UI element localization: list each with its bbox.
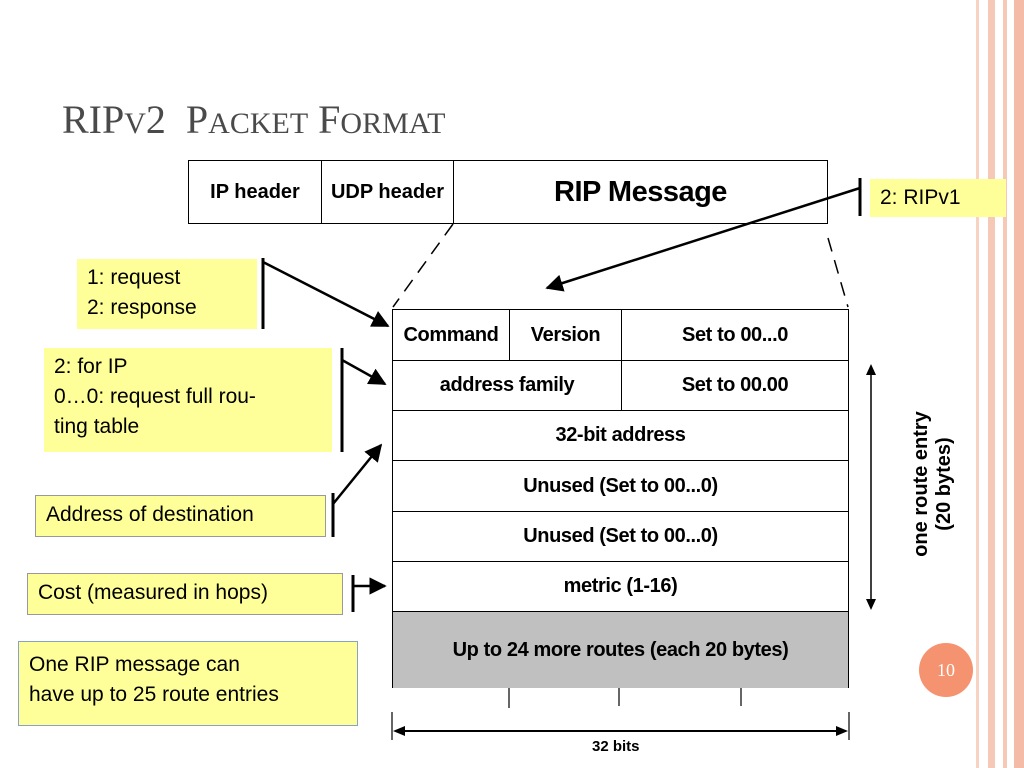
command-field: Command <box>393 310 510 360</box>
command-arrow <box>262 260 390 328</box>
title-part: 2 P <box>145 97 209 142</box>
note-text: 2: for IP <box>54 355 128 378</box>
width-arrowhead <box>393 726 405 736</box>
version-field: Version <box>510 310 622 360</box>
page-number-badge: 10 <box>919 643 973 697</box>
expansion-dash <box>827 237 849 308</box>
unused-field: Unused (Set to 00...0) <box>523 474 718 497</box>
destination-arrow <box>332 443 383 505</box>
zero-field: Set to 00.00 <box>681 374 789 396</box>
title-part: V <box>124 107 146 140</box>
destination-note: Address of destination <box>35 495 326 537</box>
more-routes-field: Up to 24 more routes (each 20 bytes) <box>452 638 789 661</box>
note-text: 1: request <box>87 266 181 289</box>
ripv1-note: 2: RIPv1 <box>870 179 1006 217</box>
decor-stripe <box>976 0 979 768</box>
rip-message-cell: RIP Message <box>554 175 727 208</box>
decor-stripe <box>1014 0 1024 768</box>
decor-stripe <box>1003 0 1007 768</box>
cost-note: Cost (measured in hops) <box>27 573 343 615</box>
span-arrowhead <box>866 364 876 375</box>
address-family-arrow <box>341 358 387 386</box>
table-row: address family Set to 00.00 <box>393 361 848 411</box>
metric-field: metric (1-16) <box>563 575 678 597</box>
address-field: 32-bit address <box>555 424 686 446</box>
width-label: 32 bits <box>592 738 640 755</box>
note-text: ting table <box>54 415 140 438</box>
command-note: 1: request 2: response <box>77 259 257 329</box>
route-entry-line: one route entry <box>910 411 932 557</box>
decor-stripe <box>988 0 995 768</box>
width-arrowhead <box>836 726 848 736</box>
packet-format-table: Command Version Set to 00...0 address fa… <box>392 309 849 688</box>
encapsulation-strip: IP header UDP header RIP Message <box>188 160 828 224</box>
table-row: Command Version Set to 00...0 <box>393 310 848 361</box>
note-text: 2: response <box>87 296 197 319</box>
title-part: ORMAT <box>340 107 446 140</box>
expansion-dash <box>392 223 454 308</box>
note-text: 0…0: request full rou- <box>54 385 256 408</box>
ip-header-cell: IP header <box>189 161 322 223</box>
span-arrowhead <box>866 599 876 610</box>
route-entry-line: (20 bytes) <box>933 437 955 531</box>
title-part: ACKET <box>208 107 309 140</box>
note-text: One RIP message can <box>29 653 240 676</box>
page-title: RIPV2 PACKET FORMAT <box>62 100 445 140</box>
address-family-note: 2: for IP 0…0: request full rou- ting ta… <box>44 348 332 452</box>
title-part: F <box>308 97 341 142</box>
table-row: metric (1-16) <box>393 562 848 612</box>
title-part: RIP <box>62 97 125 142</box>
note-text: have up to 25 route entries <box>29 683 279 706</box>
unused-field: Unused (Set to 00...0) <box>523 525 718 547</box>
note-text: Address of destination <box>46 503 254 526</box>
more-routes-row: Up to 24 more routes (each 20 bytes) <box>393 612 848 688</box>
summary-note: One RIP message can have up to 25 route … <box>18 641 358 726</box>
note-text: Cost (measured in hops) <box>38 581 268 604</box>
note-text: 2: RIPv1 <box>880 186 961 209</box>
ripv1-arrow <box>545 186 861 292</box>
table-row: Unused (Set to 00...0) <box>393 461 848 512</box>
udp-header-cell: UDP header <box>322 161 454 223</box>
table-row: Unused (Set to 00...0) <box>393 512 848 562</box>
zero-field: Set to 00...0 <box>682 323 788 346</box>
table-row: 32-bit address <box>393 411 848 461</box>
address-family-field: address family <box>393 361 622 410</box>
